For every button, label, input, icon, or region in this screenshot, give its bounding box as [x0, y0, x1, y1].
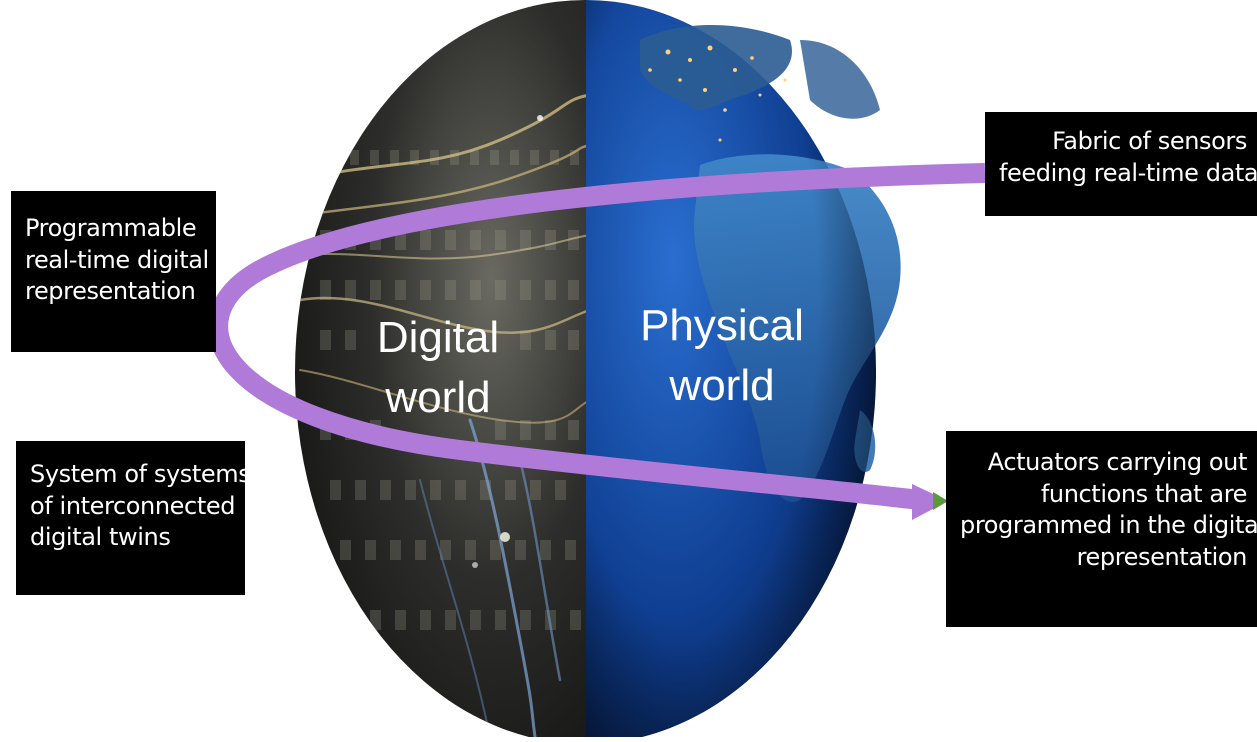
- digital-half: [295, 0, 592, 739]
- actuators-label-box: Actuators carrying out functions that ar…: [946, 431, 1257, 627]
- sensors-label-box: Fabric of sensors feeding real-time data: [985, 112, 1257, 216]
- arrow-head: [912, 484, 948, 520]
- fabric-line: Fabric of sensors: [1052, 127, 1247, 155]
- physical-world-label-line2: world: [668, 361, 774, 410]
- system-line: System of systems: [30, 460, 251, 488]
- digital-world-label-line1: Digital: [377, 313, 499, 362]
- actuators-line: Actuators carrying out: [987, 448, 1248, 476]
- loop-arrow: [208, 163, 986, 510]
- programmable-line: Programmable: [25, 214, 197, 242]
- system-line: digital twins: [30, 523, 171, 552]
- programmable-label-box: Programmable real-time digital represent…: [11, 191, 216, 352]
- system-line: of interconnected: [30, 491, 236, 520]
- physical-world-label-line1: Physical: [640, 301, 804, 350]
- actuators-line: functions that are: [1040, 479, 1248, 508]
- programmable-line: representation: [25, 277, 196, 306]
- actuators-line: representation: [1076, 543, 1248, 572]
- fabric-line: feeding real-time data: [999, 158, 1257, 187]
- digital-world-label-line2: world: [384, 373, 490, 422]
- arrow-tip: [933, 492, 948, 510]
- actuators-line: programmed in the digital: [960, 511, 1257, 540]
- system-of-systems-label-box: System of systems of interconnected digi…: [16, 441, 251, 595]
- programmable-line: real-time digital: [25, 245, 209, 274]
